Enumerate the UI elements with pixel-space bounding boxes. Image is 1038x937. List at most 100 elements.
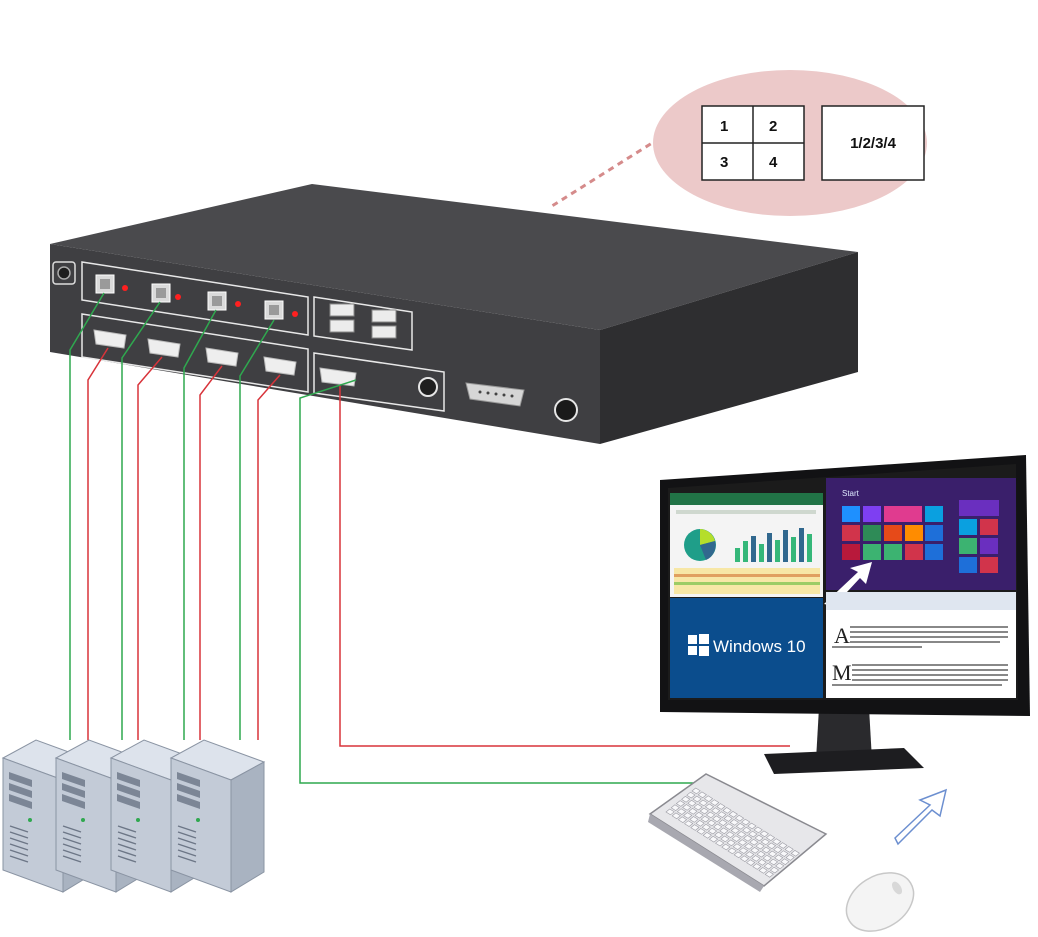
keyboard-key — [717, 811, 727, 818]
usb-b-panel — [81, 261, 309, 336]
keyboard-key — [687, 799, 697, 807]
keyboard-key — [741, 818, 751, 826]
keyboard-key — [723, 815, 733, 822]
usb-cables — [69, 292, 700, 784]
full-view-box: 1/2/3/4 — [821, 105, 925, 181]
keyboard — [648, 773, 828, 892]
keyboard-key — [759, 830, 769, 838]
keyboard-key — [702, 832, 712, 839]
windows-10-label: Windows 10 — [713, 637, 806, 656]
hdmi-monitor-cable — [339, 386, 790, 747]
keyboard-key — [733, 851, 743, 859]
screen-pane-spreadsheet — [670, 493, 823, 597]
keyboard-key — [765, 834, 776, 841]
power-icon — [57, 266, 71, 280]
keyboard-key — [784, 846, 794, 853]
device-side — [600, 252, 858, 444]
keyboard-key — [690, 824, 700, 831]
keyboard-key — [693, 803, 703, 811]
keyboard-key — [714, 831, 724, 839]
quad-label-4: 4 — [769, 154, 778, 171]
kvm-switch-device — [50, 184, 858, 444]
device-top — [50, 184, 858, 330]
keyboard-key — [710, 799, 720, 806]
keyboard-key — [730, 827, 740, 834]
keyboard-key — [753, 826, 763, 834]
mouse-movement-arrow-icon — [894, 788, 948, 846]
usb-b-port-1 — [95, 274, 128, 294]
keyboard-key — [698, 799, 708, 807]
keyboard-key — [735, 823, 746, 830]
keyboard-key — [779, 850, 789, 857]
keyboard-key — [688, 808, 698, 815]
keyboard-key — [772, 838, 782, 845]
keyboard-key — [751, 855, 761, 862]
keyboard-key — [699, 807, 709, 815]
led-indicator — [175, 294, 181, 300]
usb-console-cable — [299, 379, 700, 784]
keyboard-key — [715, 839, 725, 847]
keyboard-key — [713, 823, 723, 831]
keyboard-key — [768, 858, 779, 866]
keyboard-key — [728, 811, 738, 818]
computers — [1, 739, 266, 893]
scroll-wheel — [891, 881, 903, 895]
monitor-stand-base — [764, 748, 924, 774]
keyboard-key — [675, 800, 686, 807]
keyboard-key — [744, 843, 754, 850]
keyboard-key — [758, 867, 768, 874]
usb-a-port-2 — [371, 309, 397, 323]
keyboard-key — [697, 791, 707, 799]
usb-b-port-2 — [151, 283, 181, 303]
keyboard-key — [736, 831, 747, 838]
drop-cap-m: M — [832, 660, 852, 685]
hdmi-input-panel — [81, 313, 309, 393]
monitor: Start — [660, 455, 1030, 774]
screen-pane-start: Start — [824, 478, 1016, 606]
keyboard-key — [739, 855, 750, 862]
power-button[interactable] — [52, 261, 76, 285]
mouse — [845, 872, 915, 932]
computer-tower-4 — [169, 739, 266, 893]
keyboard-key — [696, 828, 706, 835]
keyboard-key — [712, 815, 722, 823]
keyboard-key — [725, 831, 735, 838]
keyboard-key — [757, 859, 767, 866]
keyboard-key — [745, 851, 755, 858]
keyboard-key — [764, 871, 774, 878]
usb-a-port-4 — [371, 325, 397, 339]
keyboard-key — [727, 847, 737, 855]
usb-a-panel — [313, 296, 413, 351]
usb-a-port-1 — [329, 303, 355, 317]
keyboard-key — [694, 811, 704, 819]
keyboard-key — [689, 816, 699, 823]
keyboard-key — [761, 846, 771, 854]
hdmi-in-port-1 — [93, 329, 127, 349]
power-led — [28, 818, 32, 822]
keyboard-key — [762, 854, 772, 862]
hdmi-cables — [87, 347, 790, 747]
keyboard-key — [734, 814, 745, 822]
keyboard-key — [676, 808, 687, 815]
callout-pointer — [551, 136, 661, 208]
keyboard-key — [767, 850, 778, 858]
output-panel — [313, 352, 445, 412]
screen-pane-document: A M — [826, 592, 1016, 698]
keyboard-key — [775, 862, 785, 870]
keyboard-key — [766, 842, 777, 850]
keyboard-key — [763, 862, 773, 870]
keyboard-key — [686, 791, 696, 799]
keyboard-keys — [665, 787, 800, 878]
keyboard-key — [692, 795, 702, 803]
keyboard-key — [754, 834, 764, 842]
keyboard-key — [707, 827, 718, 835]
keyboard-key — [750, 847, 760, 854]
keyboard-key — [737, 839, 748, 846]
power-led — [136, 818, 140, 822]
drop-cap-a: A — [834, 623, 850, 648]
keyboard-key — [708, 835, 719, 843]
keyboard-key — [705, 811, 716, 819]
power-led — [81, 818, 85, 822]
keyboard-key — [790, 850, 800, 857]
